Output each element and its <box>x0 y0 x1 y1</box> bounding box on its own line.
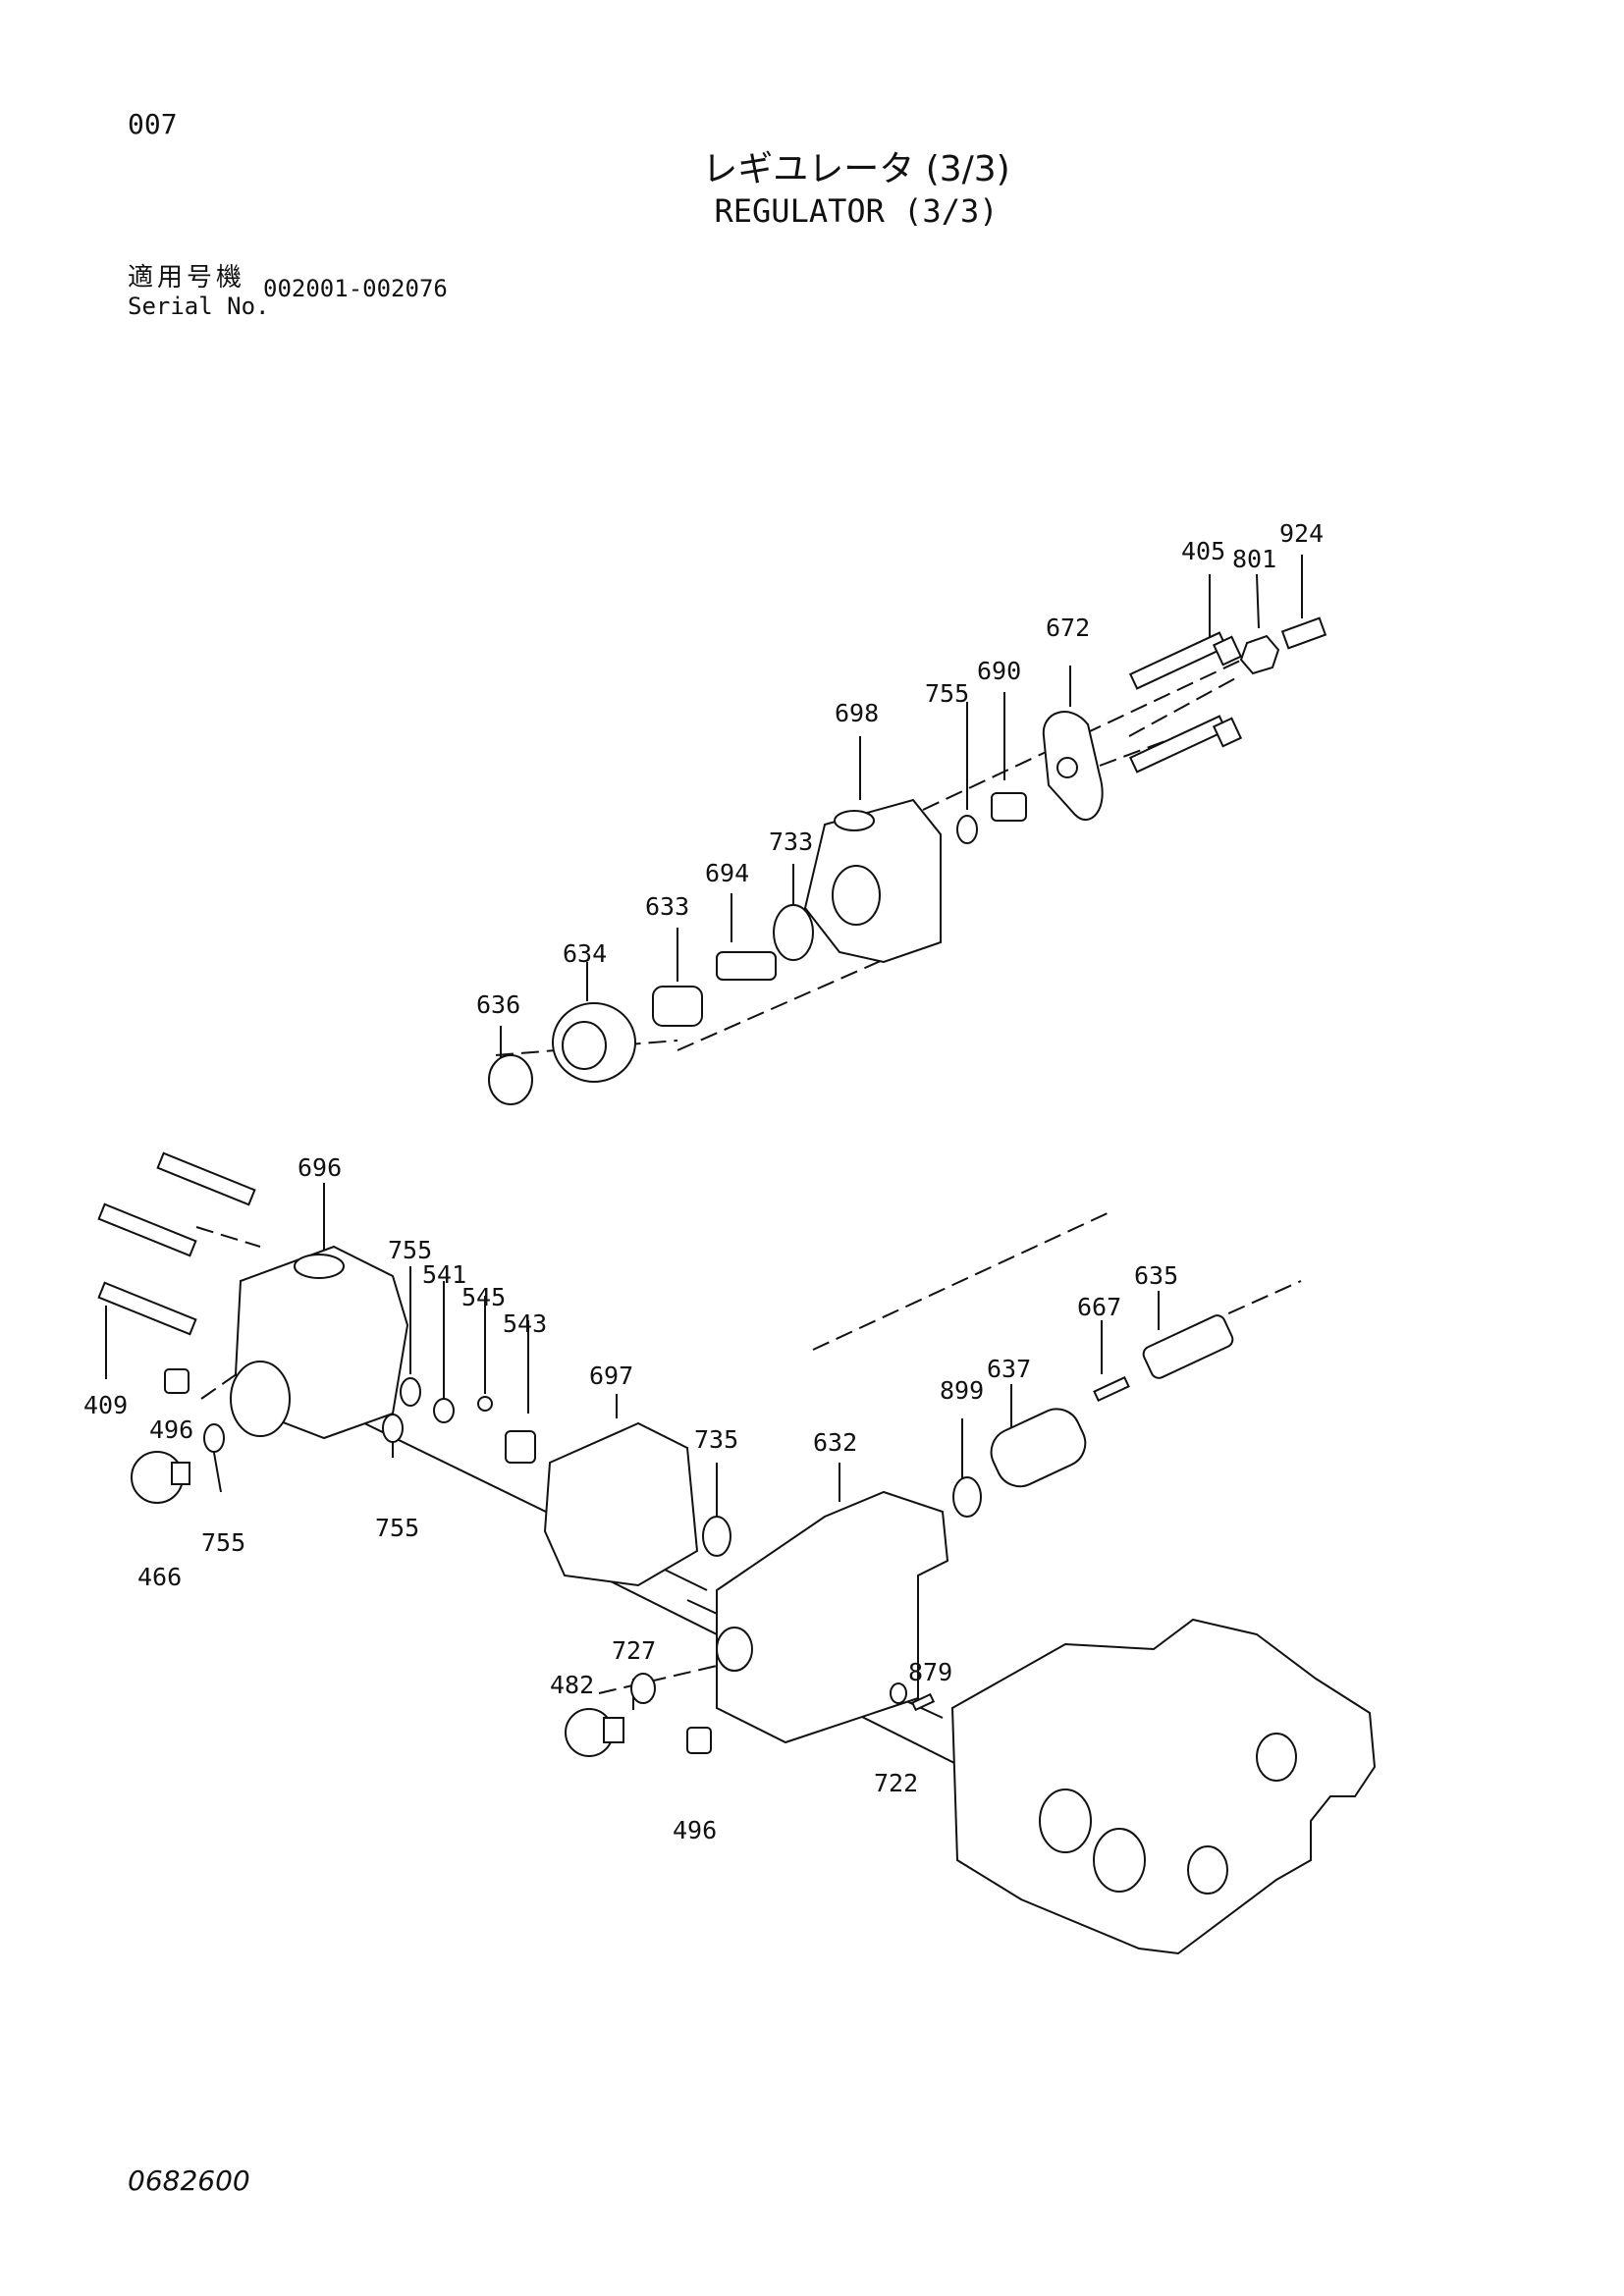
callout-755-mid: 755 <box>388 1236 432 1264</box>
serial-label-japanese: 適用号機 <box>128 263 246 293</box>
title-japanese: レギユレータ (3/3) <box>702 149 1010 189</box>
callout-755-left: 755 <box>201 1528 245 1557</box>
spool-637 <box>990 1408 1087 1488</box>
document-number: 0682600 <box>128 2164 250 2197</box>
set-screw-924 <box>1280 616 1327 650</box>
callout-496-bottom: 496 <box>673 1816 717 1844</box>
ring-541 <box>433 1398 455 1423</box>
callout-733: 733 <box>769 828 813 856</box>
sleeve-543 <box>505 1430 536 1464</box>
callout-637: 637 <box>987 1355 1031 1383</box>
callout-727: 727 <box>612 1636 656 1665</box>
o-rings-755-right <box>382 1377 421 1443</box>
callout-632: 632 <box>813 1428 857 1457</box>
callout-409: 409 <box>83 1391 128 1419</box>
serial-number-range: 002001-002076 <box>263 275 448 302</box>
callout-735: 735 <box>694 1425 738 1454</box>
casing-698 <box>803 798 942 964</box>
plug-482 <box>565 1708 624 1757</box>
cover-672 <box>1042 711 1104 821</box>
callout-405: 405 <box>1181 537 1225 565</box>
callout-801: 801 <box>1232 545 1276 573</box>
pin-667 <box>1093 1375 1130 1403</box>
plug-496-left <box>164 1368 189 1394</box>
callout-635: 635 <box>1134 1261 1178 1290</box>
page-number: 007 <box>128 108 178 140</box>
plug-496-bottom <box>686 1727 712 1754</box>
o-ring-733 <box>773 904 814 961</box>
callout-698: 698 <box>835 699 879 727</box>
callout-541: 541 <box>422 1260 466 1289</box>
callout-755-right: 755 <box>375 1514 419 1542</box>
serial-label-english: Serial No. <box>128 293 270 320</box>
callout-722: 722 <box>874 1769 918 1797</box>
plug-466 <box>131 1451 190 1504</box>
callout-496-left: 496 <box>149 1415 193 1444</box>
pin-879 <box>910 1692 936 1712</box>
callout-466: 466 <box>137 1563 182 1591</box>
callout-545: 545 <box>461 1283 506 1311</box>
o-ring-755-left <box>203 1423 225 1453</box>
title-english: REGULATOR (3/3) <box>714 192 999 230</box>
callout-633: 633 <box>645 892 689 921</box>
callout-696: 696 <box>298 1153 342 1182</box>
callout-543: 543 <box>503 1309 547 1338</box>
bolts-409 <box>97 1151 256 1336</box>
nut-801 <box>1239 634 1280 675</box>
o-ring-755-upper <box>956 815 978 844</box>
plug-690 <box>991 792 1027 822</box>
casing-696 <box>230 1245 409 1440</box>
callout-697: 697 <box>589 1362 633 1390</box>
callout-755-upper: 755 <box>925 679 969 708</box>
o-ring-899 <box>952 1476 982 1518</box>
plug-635 <box>1142 1314 1234 1379</box>
o-ring-722 <box>890 1682 907 1704</box>
spring-633 <box>652 986 703 1027</box>
callout-879: 879 <box>908 1658 952 1686</box>
spring-seat-694 <box>716 951 777 981</box>
callout-667: 667 <box>1077 1293 1121 1321</box>
bolt-405-pair <box>1128 631 1243 774</box>
callout-634: 634 <box>563 939 607 968</box>
callout-899: 899 <box>940 1376 984 1405</box>
spring-634 <box>552 1002 636 1083</box>
callout-694: 694 <box>705 859 749 887</box>
casing-632 <box>716 1490 949 1744</box>
cover-697 <box>543 1421 699 1587</box>
callout-924: 924 <box>1279 519 1324 548</box>
seat-636 <box>488 1054 533 1105</box>
callout-636: 636 <box>476 990 520 1019</box>
pump-casing <box>950 1618 1377 1955</box>
o-ring-735 <box>702 1516 731 1557</box>
callout-672: 672 <box>1046 614 1090 642</box>
ball-545 <box>477 1396 493 1412</box>
callout-690: 690 <box>977 657 1021 685</box>
o-ring-727 <box>630 1673 656 1704</box>
callout-482: 482 <box>550 1671 594 1699</box>
